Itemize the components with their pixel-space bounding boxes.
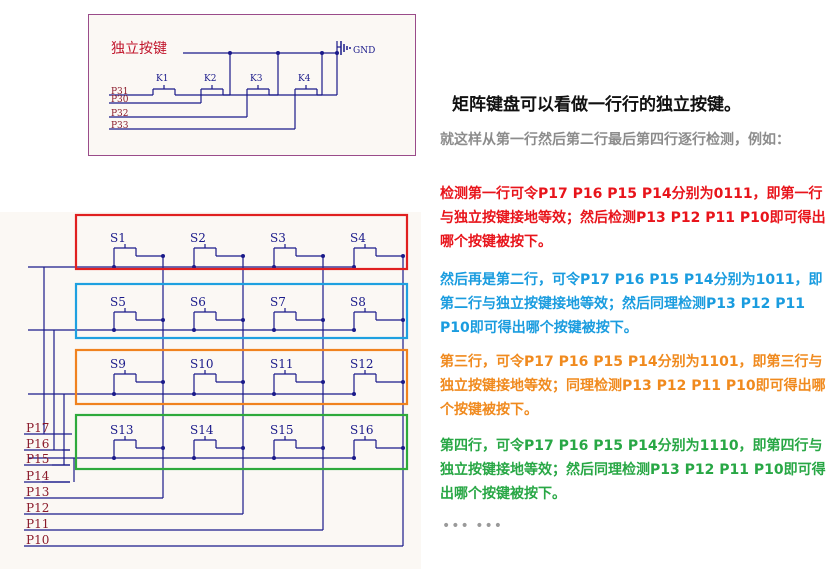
key-k3: K3 xyxy=(109,51,324,118)
row-1-highlight-box xyxy=(74,213,409,271)
pin-label-p15: P15 xyxy=(26,452,49,466)
switch-s6: S6 xyxy=(190,295,245,332)
row-2-highlight-box xyxy=(74,282,409,340)
switch-label: S3 xyxy=(270,231,286,245)
pin-label-p32: P32 xyxy=(111,109,129,119)
switch-s15: S15 xyxy=(270,423,325,460)
independent-keys-title: 独立按键 xyxy=(111,41,167,57)
switch-label: S12 xyxy=(350,357,374,371)
switch-label: S11 xyxy=(270,357,294,371)
row3-paragraph: 第三行，可令P17 P16 P15 P14分别为1101，即第三行与独立按键接地… xyxy=(440,354,826,418)
switch-s9: S9 xyxy=(110,357,165,396)
switch-s5: S5 xyxy=(110,295,165,332)
switch-s1: S1 xyxy=(110,231,165,269)
switch-s11: S11 xyxy=(270,357,325,396)
intro-paragraph: 就这样从第一行然后第二行最后第四行逐行检测，例如： xyxy=(440,132,790,148)
row-3-highlight-box xyxy=(74,348,409,406)
pin-label-p16: P16 xyxy=(26,437,49,451)
switch-s14: S14 xyxy=(190,423,245,460)
key-k1: K1 xyxy=(109,51,232,96)
switch-label: S15 xyxy=(270,423,294,437)
explanation-heading: 矩阵键盘可以看做一行行的独立按键。 xyxy=(452,95,741,115)
switch-s3: S3 xyxy=(270,231,325,269)
switch-label: S9 xyxy=(110,357,126,371)
gnd-label: GND xyxy=(353,46,375,56)
switch-s8: S8 xyxy=(350,295,405,332)
pin-label-p14: P14 xyxy=(26,469,50,483)
row-4-highlight-box xyxy=(74,413,409,471)
switch-label: S1 xyxy=(110,231,126,245)
switch-label: S4 xyxy=(350,231,366,245)
switch-s13: S13 xyxy=(110,423,165,460)
pin-label-p31: P31 xyxy=(111,87,129,97)
key-label: K3 xyxy=(250,74,263,84)
key-label: K2 xyxy=(204,74,216,84)
switch-s7: S7 xyxy=(270,295,325,332)
switch-s16: S16 xyxy=(350,423,405,460)
row4-paragraph: 第四行，可令P17 P16 P15 P14分别为1110，即第四行与独立按键接地… xyxy=(440,438,826,502)
key-label: K1 xyxy=(156,74,168,84)
switch-label: S10 xyxy=(190,357,214,371)
switch-s10: S10 xyxy=(190,357,245,396)
pin-label-p13: P13 xyxy=(26,485,49,499)
pin-label-p30: P30 xyxy=(111,95,129,105)
switch-label: S5 xyxy=(110,295,126,309)
switch-label: S14 xyxy=(190,423,214,437)
switch-label: S16 xyxy=(350,423,374,437)
pin-label-p10: P10 xyxy=(26,533,49,547)
switch-label: S8 xyxy=(350,295,366,309)
switch-s2: S2 xyxy=(190,231,245,269)
switch-label: S6 xyxy=(190,295,206,309)
ellipsis: ••• ••• xyxy=(442,518,503,534)
row2-paragraph: 然后再是第二行，可令P17 P16 P15 P14分别为1011，即第二行与独立… xyxy=(440,272,823,336)
switch-label: S2 xyxy=(190,231,206,245)
key-label: K4 xyxy=(298,74,311,84)
switch-label: S7 xyxy=(270,295,286,309)
switch-s12: S12 xyxy=(350,357,405,396)
key-k4: K4 xyxy=(109,51,339,130)
switch-s4: S4 xyxy=(350,231,405,269)
pin-label-p33: P33 xyxy=(111,121,129,131)
switch-label: S13 xyxy=(110,423,134,437)
pin-label-p17: P17 xyxy=(26,421,49,435)
row1-paragraph: 检测第一行可令P17 P16 P15 P14分别为0111，即第一行与独立按键接… xyxy=(440,186,826,250)
pin-label-p12: P12 xyxy=(26,501,49,515)
pin-label-p11: P11 xyxy=(26,517,49,531)
